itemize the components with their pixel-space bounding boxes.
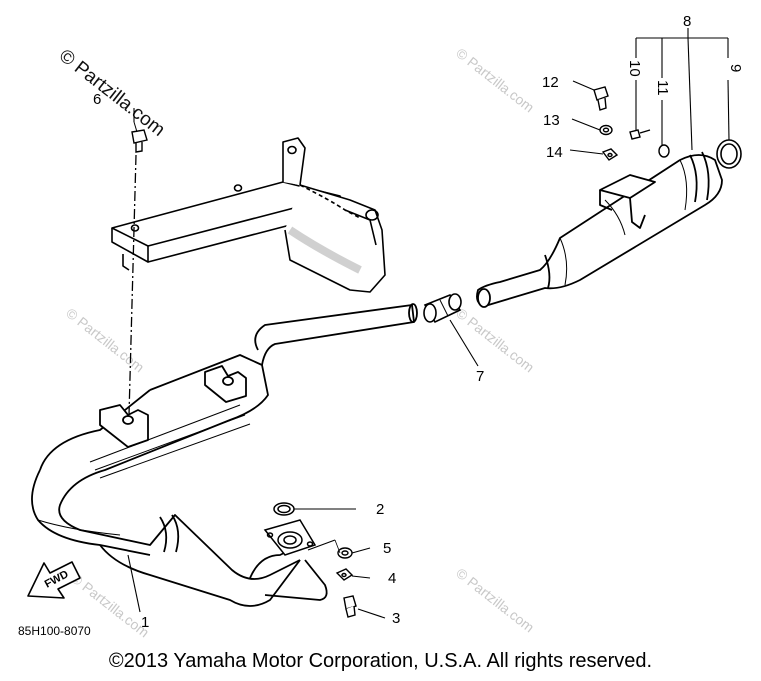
bolt-6 (131, 121, 148, 153)
callout-labels: 1 2 3 4 5 6 7 8 9 10 11 12 13 14 (93, 13, 744, 631)
watermark-main: © Partzilla.com (55, 45, 169, 140)
callout-11: 11 (654, 80, 671, 96)
diagram-part-code: 85H100-8070 (18, 624, 91, 638)
callout-2: 2 (376, 501, 384, 518)
alignment-line-6 (128, 154, 137, 416)
callout-10: 10 (626, 60, 643, 77)
callout-1: 1 (141, 614, 149, 631)
exhaust-flange (263, 519, 317, 556)
callout-3: 3 (392, 610, 400, 627)
watermark-faint-5: © Partzilla.com (453, 565, 537, 636)
copyright-notice: ©2013 Yamaha Motor Corporation, U.S.A. A… (108, 650, 653, 672)
gasket-2 (273, 502, 295, 516)
callout-4: 4 (388, 570, 396, 587)
end-cap-gasket-9 (716, 139, 742, 169)
fwd-arrow: FWD (27, 561, 81, 599)
frame-bracket (111, 137, 386, 293)
hardware-upper (593, 86, 670, 161)
callout-12: 12 (542, 74, 559, 91)
watermark-faint-3: © Partzilla.com (453, 305, 537, 376)
callout-5: 5 (383, 540, 391, 557)
expansion-chamber (31, 303, 418, 607)
watermark-faint-2: © Partzilla.com (63, 305, 147, 376)
silencer (476, 151, 723, 308)
joint-pipe-7 (423, 293, 462, 324)
callout-6: 6 (93, 91, 101, 108)
callout-7: 7 (476, 368, 484, 385)
callout-9: 9 (727, 64, 744, 72)
hardware-lower (335, 547, 357, 618)
callout-13: 13 (543, 112, 560, 129)
callout-8: 8 (683, 13, 691, 30)
callout-14: 14 (546, 144, 563, 161)
watermark-faint-1: © Partzilla.com (453, 45, 537, 116)
leader-lines (127, 28, 730, 619)
